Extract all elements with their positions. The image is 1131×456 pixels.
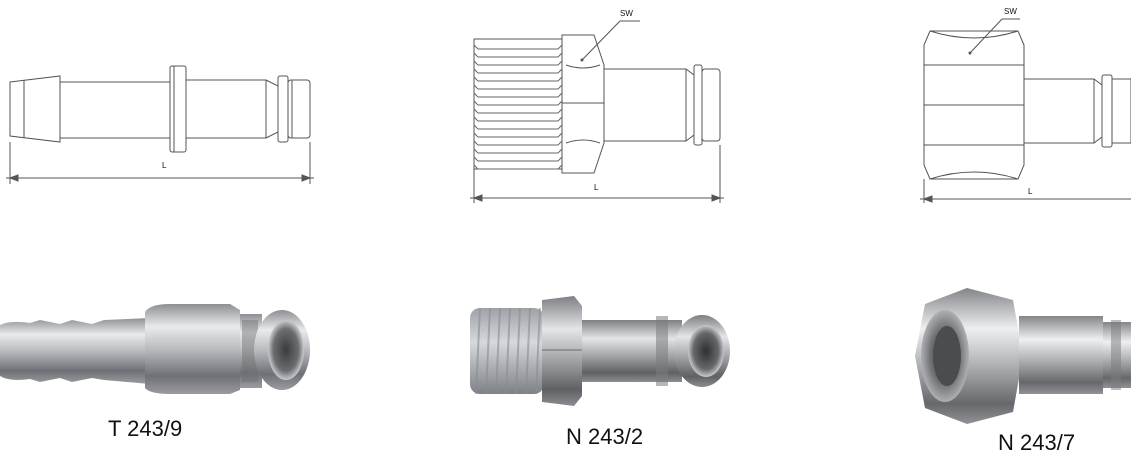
technical-drawing-n243-2: SW L [470,5,730,205]
wrench-size-label: SW [1004,7,1017,16]
dimension-length-label: L [1028,187,1033,196]
dimension-length-label: L [162,161,167,170]
dimension-length-label: L [594,183,599,192]
thread-line [473,76,563,82]
thread-line [473,124,563,130]
product-photo-t243-9 [0,290,310,400]
thread-line [473,100,563,106]
product-photo-n243-7 [915,286,1131,426]
thread-line [473,44,563,50]
thread-line [473,92,563,98]
product-code-t243-9: T 243/9 [108,416,183,441]
thread-line [473,60,563,66]
product-code-n243-7: N 243/7 [998,430,1076,455]
thread-line [473,140,563,146]
product-code-n243-2: N 243/2 [566,424,644,449]
technical-drawing-n243-7: SW L [920,5,1131,205]
thread-line [473,108,563,114]
product-photo-n243-2 [470,292,750,410]
wrench-size-label: SW [620,9,633,18]
thread-line [473,132,563,138]
thread-line [473,148,563,154]
thread-line [473,156,563,162]
thread-line [473,164,563,170]
thread-line [473,116,563,122]
thread-line [473,52,563,58]
thread-line [473,84,563,90]
thread-line [473,68,563,74]
technical-drawing-t243-9: L [0,60,320,190]
